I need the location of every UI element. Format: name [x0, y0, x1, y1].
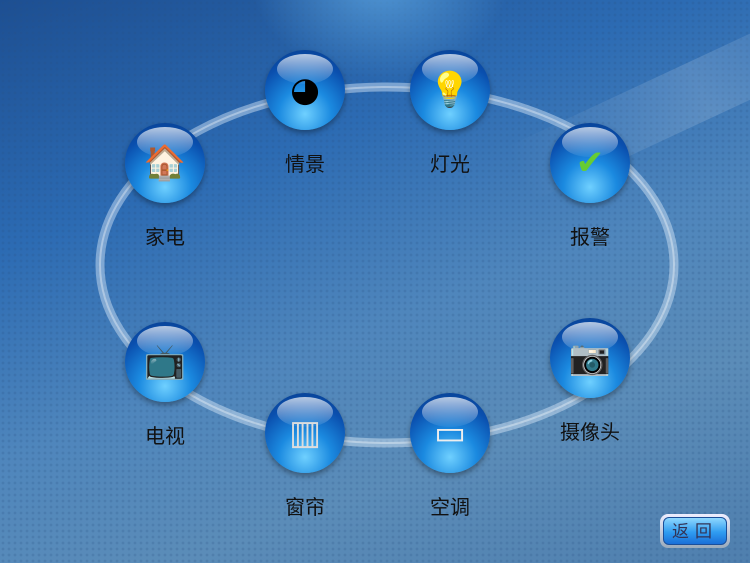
- webcam-icon: 📷: [550, 318, 630, 398]
- menu-item-air-conditioner[interactable]: ▭ 空调: [395, 393, 505, 520]
- menu-item-alarm[interactable]: ✔ 报警: [535, 123, 645, 250]
- item-label: 窗帘: [285, 495, 325, 519]
- shield-check-icon: ✔: [550, 123, 630, 203]
- item-label: 电视: [145, 424, 185, 448]
- tv-icon: 📺: [125, 322, 205, 402]
- item-label: 情景: [285, 152, 325, 176]
- menu-item-lights[interactable]: 💡 灯光: [395, 50, 505, 177]
- menu-item-camera[interactable]: 📷 摄像头: [535, 318, 645, 445]
- menu-item-curtain[interactable]: ▥ 窗帘: [250, 393, 360, 520]
- menu-item-tv[interactable]: 📺 电视: [110, 322, 220, 449]
- item-label: 家电: [145, 225, 185, 249]
- light-bulb-icon: 💡: [410, 50, 490, 130]
- curtain-icon: ▥: [265, 393, 345, 473]
- air-conditioner-icon: ▭: [410, 393, 490, 473]
- menu-item-scene[interactable]: ◕ 情景: [250, 50, 360, 177]
- item-label: 摄像头: [560, 420, 620, 444]
- back-button-label: 返回: [663, 517, 727, 545]
- pie-chart-icon: ◕: [265, 50, 345, 130]
- item-label: 报警: [570, 225, 610, 249]
- item-label: 空调: [430, 495, 470, 519]
- back-button[interactable]: 返回: [660, 514, 730, 548]
- item-label: 灯光: [430, 152, 470, 176]
- house-icon: 🏠: [125, 123, 205, 203]
- menu-item-appliances[interactable]: 🏠 家电: [110, 123, 220, 250]
